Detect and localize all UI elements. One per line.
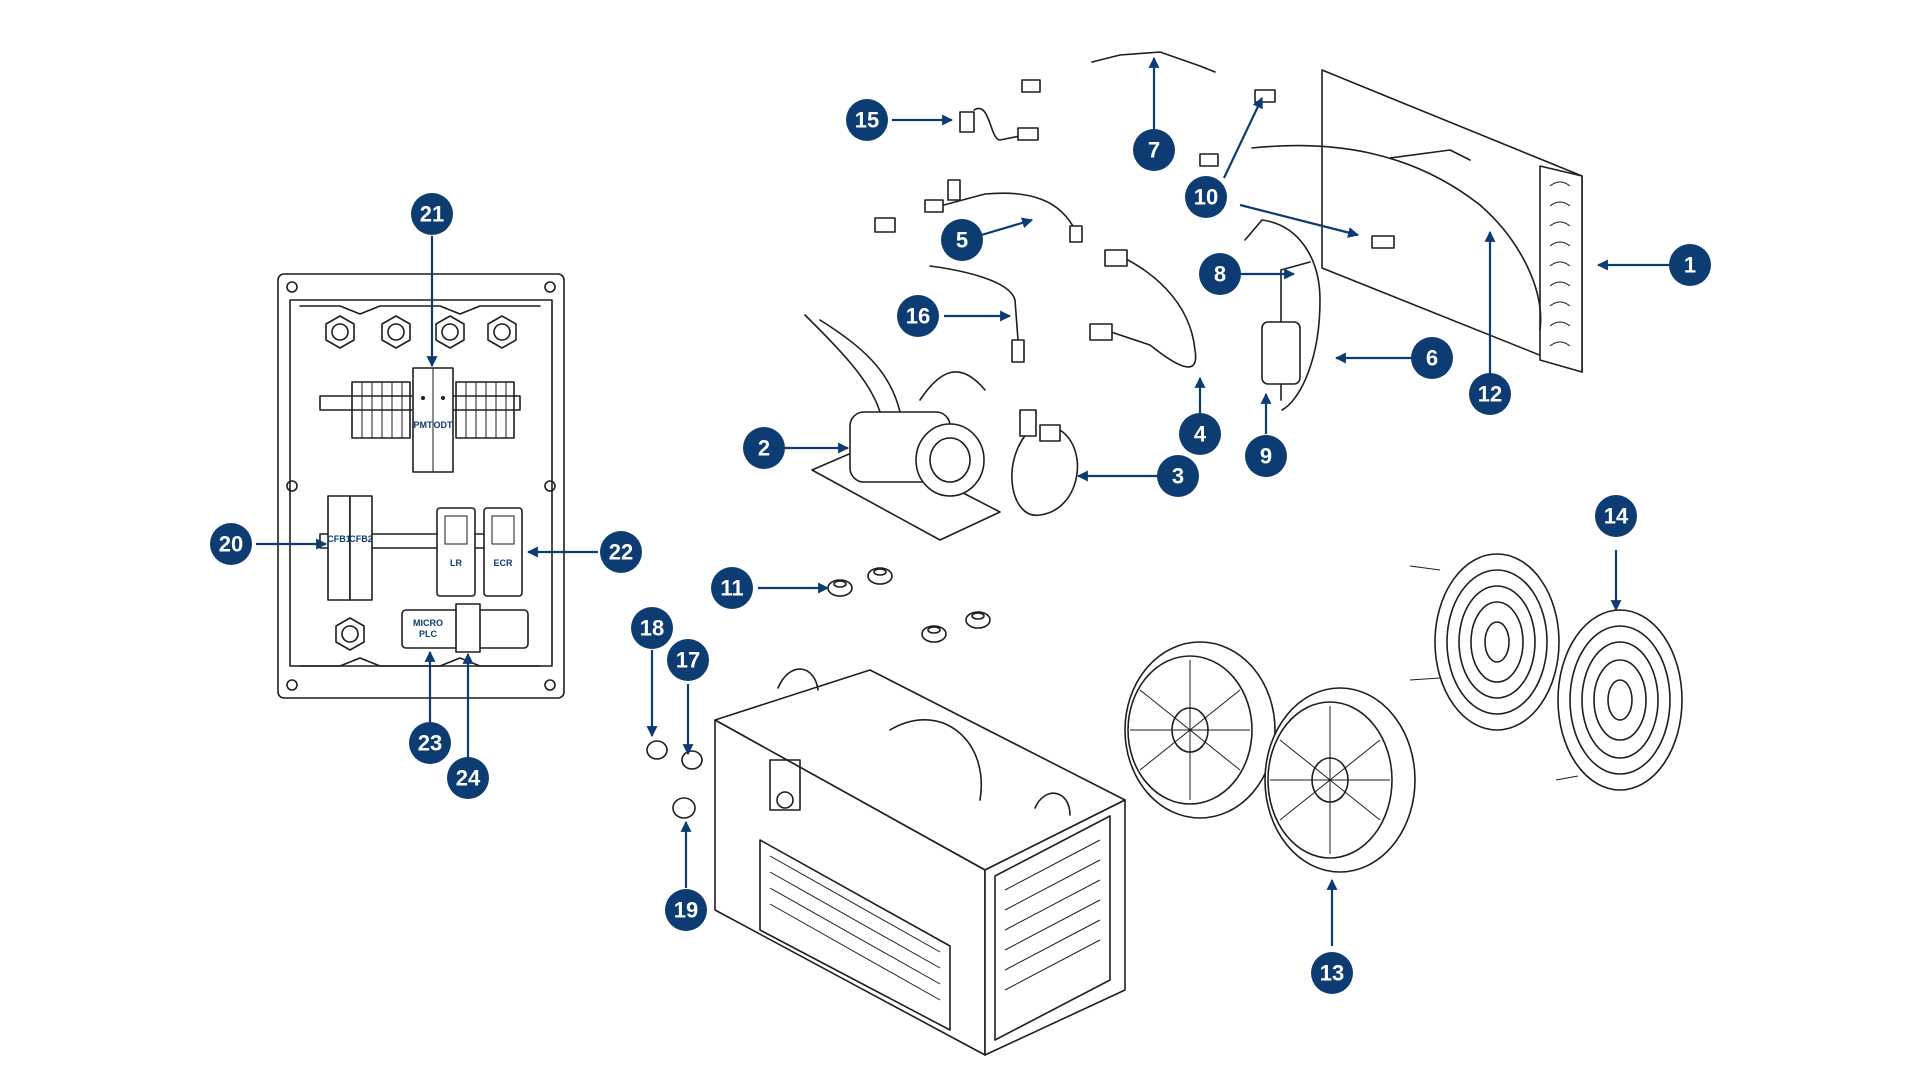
terminal-block-right — [455, 381, 515, 439]
callout-14-label: 14 — [1604, 504, 1629, 529]
callout-10-label: 10 — [1194, 185, 1218, 210]
callout-13: 13 — [1311, 952, 1353, 994]
callout-17-label: 17 — [676, 648, 700, 673]
callout-5: 5 — [941, 219, 983, 261]
fan-assembly-right — [1264, 687, 1416, 873]
callout-10: 10 — [1185, 176, 1227, 218]
filter-drier — [1261, 261, 1311, 401]
callout-16: 16 — [897, 295, 939, 337]
liquid-line — [1244, 219, 1321, 411]
fitting-upper — [1021, 79, 1395, 249]
tee-fitting-tube — [874, 179, 1083, 243]
callout-7: 7 — [1133, 129, 1175, 171]
circuit-breaker-cfb: CFB1 CFB2 — [327, 495, 373, 601]
suction-hose — [1011, 429, 1079, 516]
callout-15: 15 — [846, 99, 888, 141]
terminal-block-left — [351, 381, 411, 439]
callout-23-label: 23 — [418, 731, 442, 756]
callout-2: 2 — [743, 427, 785, 469]
ecr-label: ECR — [493, 558, 513, 568]
fan-guard-rear — [1409, 553, 1560, 731]
relay-lr: LR — [436, 507, 476, 597]
callout-19-label: 19 — [674, 898, 698, 923]
callout-6-label: 6 — [1426, 346, 1438, 371]
callout-1: 1 — [1669, 244, 1711, 286]
callout-leaders — [256, 56, 1672, 946]
callout-8: 8 — [1199, 253, 1241, 295]
discharge-line — [1251, 144, 1542, 331]
rubber-mounts — [827, 567, 991, 643]
callout-18: 18 — [631, 607, 673, 649]
callout-4-label: 4 — [1194, 422, 1207, 447]
callout-8-label: 8 — [1214, 262, 1226, 287]
relay-pmt-odt: PMT ODT — [412, 367, 454, 473]
callout-9: 9 — [1245, 435, 1287, 477]
fan-guard-front — [1555, 609, 1683, 791]
callout-23: 23 — [409, 722, 451, 764]
callout-16-label: 16 — [906, 304, 930, 329]
callout-15-label: 15 — [855, 108, 879, 133]
condenser-coil — [1321, 69, 1583, 373]
callout-9-label: 9 — [1260, 444, 1272, 469]
callout-20: 20 — [210, 523, 252, 565]
callout-24-label: 24 — [456, 766, 481, 791]
callout-20-label: 20 — [219, 532, 243, 557]
callout-24: 24 — [447, 757, 489, 799]
callout-3: 3 — [1157, 455, 1199, 497]
plug-fittings — [646, 740, 703, 819]
fan-assembly-left — [1124, 641, 1276, 819]
callout-14: 14 — [1595, 495, 1637, 537]
callout-12-label: 12 — [1478, 382, 1502, 407]
odt-label: ODT — [434, 420, 454, 430]
callout-13-label: 13 — [1320, 961, 1344, 986]
callout-22: 22 — [600, 531, 642, 573]
callout-17: 17 — [667, 639, 709, 681]
callout-6: 6 — [1411, 337, 1453, 379]
callout-21-label: 21 — [420, 202, 444, 227]
callout-1-label: 1 — [1684, 253, 1696, 278]
sensor-harness — [929, 265, 1019, 341]
callout-3-label: 3 — [1172, 464, 1184, 489]
plc-label-line1: MICRO — [413, 618, 443, 628]
electrical-panel: PMT ODT CFB1 CFB2 LR ECR MICRO PLC — [277, 273, 565, 699]
callout-4: 4 — [1179, 413, 1221, 455]
callout-7-label: 7 — [1148, 138, 1160, 163]
micro-plc: MICRO PLC — [401, 603, 529, 653]
chiller-cabinet — [714, 668, 1126, 1056]
callout-11: 11 — [711, 567, 753, 609]
callout-19: 19 — [665, 889, 707, 931]
callout-12: 12 — [1469, 373, 1511, 415]
callout-5-label: 5 — [956, 228, 968, 253]
relay-ecr: ECR — [483, 507, 523, 597]
cfb1-label: CFB1 — [327, 534, 351, 544]
callout-21: 21 — [411, 193, 453, 235]
flex-hose — [1104, 254, 1197, 368]
cable-gland-row — [325, 315, 517, 349]
compressor-assembly — [804, 314, 1001, 541]
callout-22-label: 22 — [609, 540, 633, 565]
plc-label-line2: PLC — [419, 629, 438, 639]
connection-tube — [1091, 51, 1216, 73]
cfb2-label: CFB2 — [349, 534, 373, 544]
callout-18-label: 18 — [640, 616, 664, 641]
pmt-label: PMT — [414, 420, 434, 430]
callout-11-label: 11 — [720, 576, 743, 601]
callout-2-label: 2 — [758, 436, 770, 461]
lr-label: LR — [450, 558, 462, 568]
pressure-switch-harness — [959, 107, 1039, 141]
